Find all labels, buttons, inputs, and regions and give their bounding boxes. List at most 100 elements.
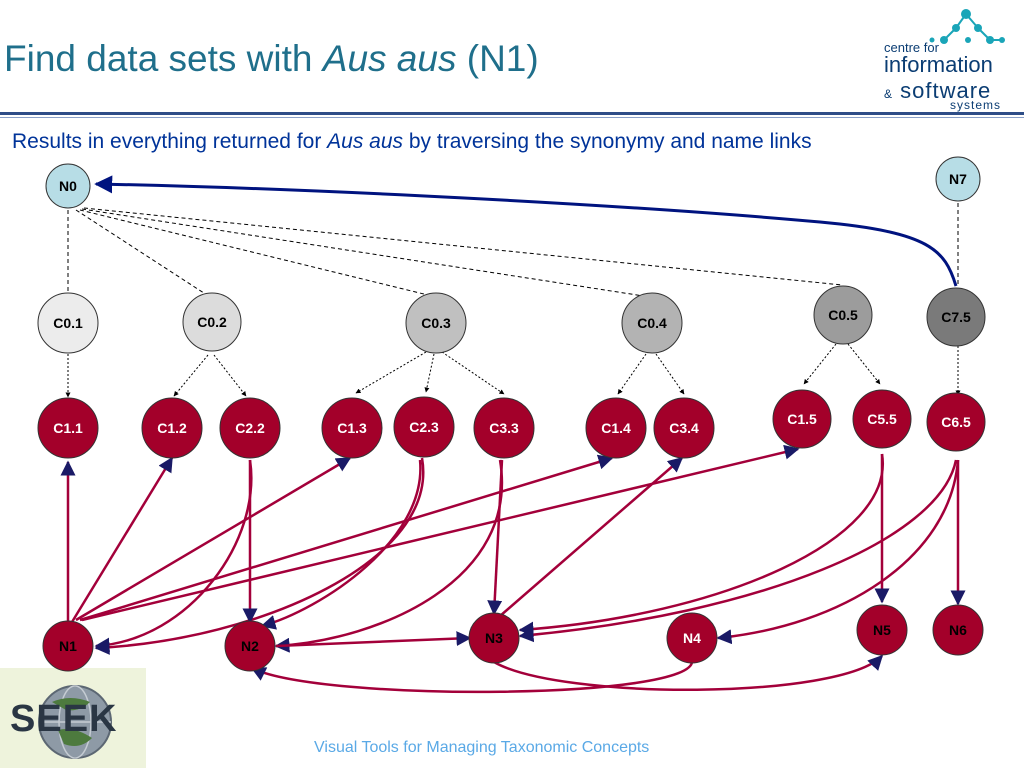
node-circle-c1-4 bbox=[585, 397, 647, 459]
edge-n3-n5 bbox=[493, 654, 884, 692]
node-c1-5: C1.5 bbox=[772, 389, 832, 449]
node-label-n5: N5 bbox=[873, 622, 891, 638]
node-label-c6-5: C6.5 bbox=[941, 414, 971, 430]
node-c2-2: C2.2 bbox=[219, 397, 281, 459]
edge-c3-3-n2 bbox=[274, 459, 504, 653]
edge-c2-2-n1 bbox=[94, 459, 253, 653]
subtitle: Results in everything returned for Aus a… bbox=[12, 130, 812, 154]
node-c0-3: C0.3 bbox=[405, 292, 467, 354]
node-label-c0-2: C0.2 bbox=[197, 314, 227, 330]
edge-c0-5-c1-5 bbox=[803, 343, 837, 385]
logo-ampersand: & bbox=[884, 87, 894, 101]
node-label-n1: N1 bbox=[59, 638, 77, 654]
edge-c7-5-n0 bbox=[94, 175, 958, 287]
node-c3-4: C3.4 bbox=[653, 397, 715, 459]
edge-n2-n3 bbox=[275, 631, 472, 648]
node-label-c5-5: C5.5 bbox=[867, 411, 897, 427]
edge-n3-c3-4 bbox=[499, 457, 684, 617]
edge-n0-c0-5 bbox=[83, 207, 843, 286]
node-label-c1-1: C1.1 bbox=[53, 420, 83, 436]
seek-logo: SEEK bbox=[0, 668, 146, 768]
subtitle-pre: Results in everything returned for bbox=[12, 130, 328, 153]
title-divider bbox=[0, 112, 1024, 115]
title-post: (N1) bbox=[456, 38, 539, 79]
cis-logo: centre for information & software system… bbox=[884, 6, 1018, 112]
node-circle-n1 bbox=[42, 620, 94, 672]
node-label-c3-4: C3.4 bbox=[669, 420, 699, 436]
node-circle-c0-5 bbox=[813, 285, 873, 345]
edge-n4-n2 bbox=[250, 659, 694, 694]
node-circle-c0-2 bbox=[182, 292, 242, 352]
node-c3-3: C3.3 bbox=[473, 397, 535, 459]
node-c6-5: C6.5 bbox=[926, 392, 986, 452]
node-circle-n3 bbox=[468, 612, 520, 664]
node-n0: N0 bbox=[45, 163, 91, 209]
node-n4: N4 bbox=[666, 612, 718, 664]
node-circle-n7 bbox=[935, 156, 981, 202]
node-circle-c1-3 bbox=[321, 397, 383, 459]
node-c1-3: C1.3 bbox=[321, 397, 383, 459]
node-circle-c2-3 bbox=[393, 396, 455, 458]
node-circle-n5 bbox=[856, 604, 908, 656]
logo-line-software: & software bbox=[884, 78, 991, 104]
node-label-n4: N4 bbox=[683, 630, 701, 646]
node-label-n6: N6 bbox=[949, 622, 967, 638]
node-circle-n4 bbox=[666, 612, 718, 664]
edge-c6-5-n3 bbox=[518, 459, 958, 643]
node-n6: N6 bbox=[932, 604, 984, 656]
node-label-n0: N0 bbox=[59, 178, 77, 194]
edge-n1-c1-2 bbox=[70, 456, 174, 623]
node-circle-c7-5 bbox=[926, 287, 986, 347]
title-pre: Find data sets with bbox=[4, 38, 323, 79]
node-c1-1: C1.1 bbox=[37, 397, 99, 459]
node-label-c2-2: C2.2 bbox=[235, 420, 265, 436]
logo-line-centre: centre for bbox=[884, 40, 939, 55]
node-label-c0-3: C0.3 bbox=[421, 315, 451, 331]
node-c0-5: C0.5 bbox=[813, 285, 873, 345]
edge-c0-3-c3-3 bbox=[441, 351, 505, 395]
node-circle-c1-1 bbox=[37, 397, 99, 459]
node-circle-c0-1 bbox=[37, 292, 99, 354]
edge-n1-c1-3 bbox=[75, 456, 352, 622]
node-c2-3: C2.3 bbox=[393, 396, 455, 458]
edge-n0-c0-4 bbox=[81, 208, 651, 298]
edge-c6-5-n4 bbox=[716, 459, 960, 645]
node-label-c0-4: C0.4 bbox=[637, 315, 667, 331]
edge-c3-3-n3 bbox=[487, 459, 504, 616]
logo-line-information: information bbox=[884, 52, 993, 77]
node-label-c2-3: C2.3 bbox=[409, 419, 439, 435]
node-label-c1-2: C1.2 bbox=[157, 420, 187, 436]
edge-c2-3-n1 bbox=[94, 457, 425, 655]
title-divider-thin bbox=[0, 117, 1024, 118]
node-c1-2: C1.2 bbox=[141, 397, 203, 459]
molecule-icon bbox=[929, 9, 1005, 44]
edge-c5-5-n3 bbox=[518, 453, 884, 637]
node-label-n3: N3 bbox=[485, 630, 503, 646]
node-c1-4: C1.4 bbox=[585, 397, 647, 459]
subtitle-post: by traversing the synonymy and name link… bbox=[403, 130, 812, 153]
node-c0-4: C0.4 bbox=[621, 292, 683, 354]
node-n3: N3 bbox=[468, 612, 520, 664]
node-c7-5: C7.5 bbox=[926, 287, 986, 347]
edge-c2-3-n2 bbox=[260, 459, 422, 630]
node-c5-5: C5.5 bbox=[852, 389, 912, 449]
edge-n0-c0-3 bbox=[79, 209, 433, 297]
node-label-c3-3: C3.3 bbox=[489, 420, 519, 436]
node-n5: N5 bbox=[856, 604, 908, 656]
node-label-c0-1: C0.1 bbox=[53, 315, 83, 331]
logo-line-systems: systems bbox=[950, 98, 1002, 112]
node-circle-c2-2 bbox=[219, 397, 281, 459]
node-c0-1: C0.1 bbox=[37, 292, 99, 354]
edge-n0-c0-2 bbox=[75, 209, 211, 298]
logo-software-word: software bbox=[900, 78, 992, 103]
subtitle-taxon: Aus aus bbox=[327, 130, 404, 153]
node-label-c1-5: C1.5 bbox=[787, 411, 817, 427]
node-circle-n6 bbox=[932, 604, 984, 656]
globe-icon bbox=[38, 685, 112, 759]
edge-c0-5-c5-5 bbox=[847, 343, 881, 385]
node-circle-c6-5 bbox=[926, 392, 986, 452]
node-n2: N2 bbox=[224, 620, 276, 672]
seek-logo-text: SEEK bbox=[10, 698, 118, 740]
page-title: Find data sets with Aus aus (N1) bbox=[4, 38, 539, 80]
